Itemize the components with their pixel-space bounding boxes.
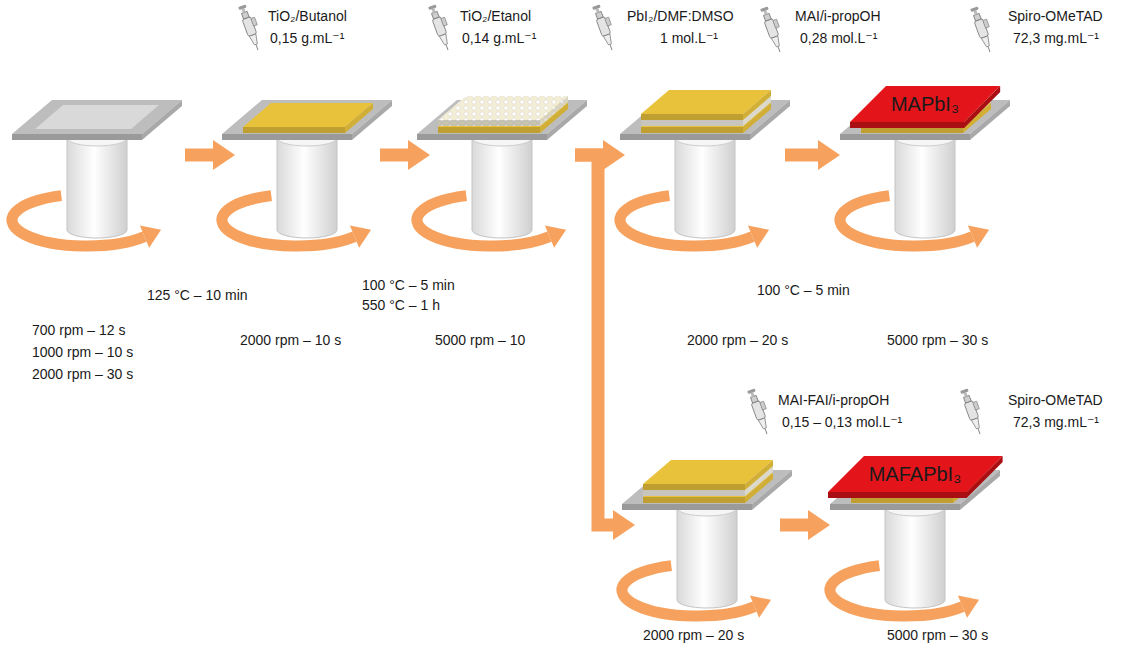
pipette xyxy=(970,5,998,53)
layer-name: MAFAPbI₃ xyxy=(869,462,962,486)
arrow-shaft xyxy=(380,149,410,162)
spin-coating-step: TiO₂/Butanol0,15 g.mL⁻¹2000 rpm – 10 s xyxy=(235,80,380,240)
spin-coating-step: 700 rpm – 12 s1000 rpm – 10 s2000 rpm – … xyxy=(10,80,185,240)
spin-coating-step: PbI₂/DMF:DMSO1 mol.L⁻¹MAI/i-propOH0,28 m… xyxy=(625,80,785,240)
arrow-shaft xyxy=(780,519,810,532)
step-annotation: MAI-FAI/i-propOH xyxy=(778,392,889,408)
arrow-head xyxy=(818,140,840,170)
arrow-head xyxy=(808,510,830,540)
spin-coating-step: TiO₂/Etanol0,14 g.mL⁻¹5000 rpm – 10 xyxy=(430,80,575,240)
arrow-shaft xyxy=(785,149,820,162)
step-annotation: MAI/i-propOH xyxy=(795,8,881,24)
pipette xyxy=(960,387,988,435)
step-annotation: 1 mol.L⁻¹ xyxy=(660,30,718,46)
substrate xyxy=(222,100,392,140)
spin-coating-step: MAI-FAI/i-propOH0,15 – 0,13 mol.L⁻¹2000 … xyxy=(635,450,780,610)
red-layer-edge xyxy=(850,86,1000,128)
arrow-shaft xyxy=(185,149,215,162)
pbi2-layer xyxy=(438,96,568,126)
spin-coater xyxy=(622,500,771,618)
arrow-head xyxy=(603,140,625,170)
arrow-head xyxy=(613,510,635,540)
pipette xyxy=(592,3,620,51)
step-annotation: PbI₂/DMF:DMSO xyxy=(627,8,734,24)
step-annotation: 0,28 mol.L⁻¹ xyxy=(800,30,877,46)
step-annotation: 0,15 g.mL⁻¹ xyxy=(270,30,344,46)
step-annotation: TiO₂/Etanol xyxy=(460,8,531,24)
step-annotation: 5000 rpm – 30 s xyxy=(887,627,988,643)
process-arrow xyxy=(380,140,430,170)
process-arrow xyxy=(785,140,840,170)
arrow-shaft xyxy=(575,155,615,525)
step-annotation: 700 rpm – 12 s xyxy=(32,322,125,338)
step-annotation: 1000 rpm – 10 s xyxy=(32,344,133,360)
mai-fai-layer xyxy=(643,460,773,490)
step-annotation: 0,14 g.mL⁻¹ xyxy=(462,30,536,46)
pipette xyxy=(747,387,775,435)
temperature-label: 125 °C – 10 min xyxy=(147,287,248,303)
process-arrow xyxy=(185,140,235,170)
temperature-label: 550 °C – 1 h xyxy=(362,297,440,313)
step-annotation: 5000 rpm – 10 xyxy=(435,332,525,348)
step-annotation: 2000 rpm – 20 s xyxy=(687,332,788,348)
substrate xyxy=(12,100,182,140)
step-annotation: 0,15 – 0,13 mol.L⁻¹ xyxy=(782,414,902,430)
spin-coating-step: Spiro-OMeTAD72,3 mg.mL⁻¹5000 rpm – 30 sM… xyxy=(840,80,1010,240)
temperature-label: 100 °C – 5 min xyxy=(757,282,850,298)
step-annotation: 2000 rpm – 10 s xyxy=(240,332,341,348)
spin-coater xyxy=(620,130,769,248)
arrow-head xyxy=(408,140,430,170)
tio2-layer xyxy=(243,103,373,133)
spin-coater xyxy=(222,130,371,248)
stage-0 xyxy=(12,100,182,248)
pipette xyxy=(760,5,788,53)
layer-name: MAPbI₃ xyxy=(891,92,959,116)
process-arrow xyxy=(780,510,830,540)
spin-coater xyxy=(830,500,979,618)
stage-3 xyxy=(620,90,790,248)
spin-coater xyxy=(840,130,989,248)
spin-coater xyxy=(417,130,566,248)
process-arrow xyxy=(575,155,635,540)
red-layer-fill xyxy=(828,456,1003,492)
pipette xyxy=(428,3,456,51)
step-annotation: 72,3 mg.mL⁻¹ xyxy=(1013,30,1099,46)
arrow-head xyxy=(213,140,235,170)
step-annotation: TiO₂/Butanol xyxy=(268,8,347,24)
stage-5 xyxy=(622,460,792,618)
step-annotation: 2000 rpm – 30 s xyxy=(32,366,133,382)
stage-1 xyxy=(222,100,392,248)
step-annotation: Spiro-OMeTAD xyxy=(1008,8,1103,24)
pipette xyxy=(238,3,266,51)
perovskite-layer: MAPbI₃ xyxy=(850,86,1000,122)
step-annotation: 72,3 mg.mL⁻¹ xyxy=(1013,414,1099,430)
spin-coating-step: Spiro-OMeTAD72,3 mg.mL⁻¹5000 rpm – 30 sM… xyxy=(830,450,1000,610)
spin-coater xyxy=(12,130,161,248)
red-layer-edge xyxy=(828,456,1003,498)
step-annotation: Spiro-OMeTAD xyxy=(1008,392,1103,408)
perovskite-layer: MAFAPbI₃ xyxy=(828,456,1003,492)
stage-2 xyxy=(417,96,587,248)
mai-layer xyxy=(641,90,771,120)
step-annotation: 5000 rpm – 30 s xyxy=(887,332,988,348)
step-annotation: 2000 rpm – 20 s xyxy=(643,627,744,643)
red-layer-fill xyxy=(850,86,1000,122)
temperature-label: 100 °C – 5 min xyxy=(362,277,455,293)
